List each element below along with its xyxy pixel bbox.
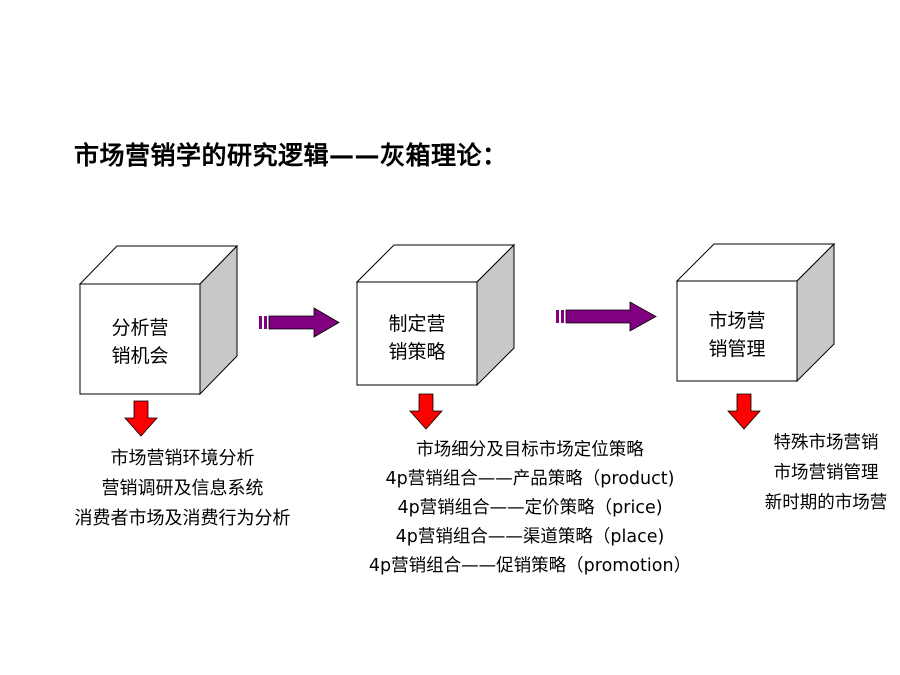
red-down-arrow-icon (409, 393, 443, 430)
detail-line: 特殊市场营销 (773, 433, 879, 453)
detail-line: 营销调研及信息系统 (101, 478, 264, 499)
detail-line: 市场营销环境分析 (110, 448, 255, 469)
cube-3-label: 市场营 销管理 (677, 307, 797, 363)
cube-label-line: 分析营 (111, 317, 169, 339)
red-down-arrow-icon (727, 393, 761, 430)
purple-right-arrow-icon (259, 307, 340, 338)
detail-line: 4p营销组合——促销策略（promotion） (368, 556, 692, 576)
detail-line: 市场营销管理 (773, 463, 879, 483)
cube-market-management (675, 242, 836, 383)
cube-label-line: 制定营 (388, 313, 446, 335)
cube-label-line: 销机会 (111, 345, 169, 367)
detail-line: 新时期的市场营 (764, 493, 888, 513)
cube-make-strategy (355, 243, 516, 387)
detail-line: 消费者市场及消费行为分析 (74, 508, 291, 529)
market-management-details: 特殊市场营销 市场营销管理 新时期的市场营 (736, 428, 900, 518)
cube-label-line: 销管理 (708, 338, 766, 360)
detail-line: 4p营销组合——定价策略（price) (397, 498, 663, 518)
make-strategy-details: 市场细分及目标市场定位策略 4p营销组合——产品策略（product) 4p营销… (320, 436, 740, 581)
detail-line: 4p营销组合——渠道策略（place) (395, 527, 665, 547)
purple-right-arrow-icon (556, 301, 657, 332)
analyze-opportunity-details: 市场营销环境分析 营销调研及信息系统 消费者市场及消费行为分析 (40, 444, 325, 534)
cube-2-front (356, 281, 478, 386)
cube-1-front (79, 283, 201, 395)
cube-label-line: 市场营 (708, 310, 766, 332)
cube-3-front (676, 280, 798, 382)
detail-line: 市场细分及目标市场定位策略 (416, 440, 644, 460)
cube-2-label: 制定营 销策略 (357, 310, 477, 366)
cube-analyze-opportunity (78, 244, 239, 396)
detail-line: 4p营销组合——产品策略（product) (385, 469, 675, 489)
cube-1-label: 分析营 销机会 (80, 314, 200, 370)
red-down-arrow-icon (124, 400, 158, 437)
page-title: 市场营销学的研究逻辑——灰箱理论： (74, 141, 508, 170)
cube-label-line: 销策略 (388, 341, 446, 363)
